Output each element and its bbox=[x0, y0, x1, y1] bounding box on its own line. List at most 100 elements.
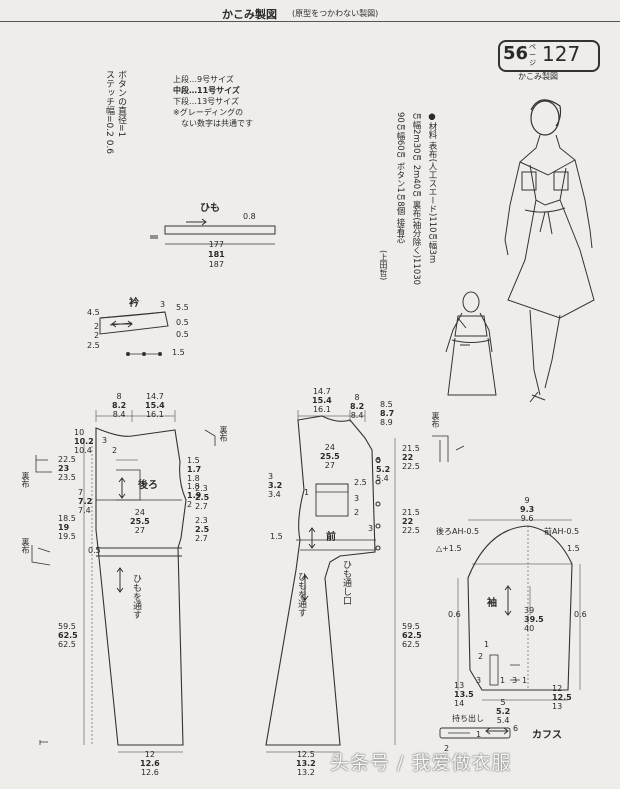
pocket-m3: 1 bbox=[304, 488, 310, 497]
size-notes: 上段…9号サイズ 中段…11号サイズ 下段…13号サイズ ※グレーディングの な… bbox=[173, 74, 253, 129]
bla-13: 10.4 bbox=[74, 446, 92, 455]
frb-11: 22 bbox=[402, 453, 414, 462]
sl-13: 40 bbox=[524, 624, 535, 633]
sleeve-bottom-left: 13 13.5 14 bbox=[454, 681, 474, 708]
sbm-9: 5 bbox=[500, 698, 506, 707]
front-inner: 24 25.5 27 bbox=[320, 443, 340, 470]
header-subtitle: (原型をつかわない製図) bbox=[292, 9, 379, 18]
front-right-d: 59.5 62.5 62.5 bbox=[402, 622, 422, 649]
sbl-13: 14 bbox=[454, 699, 465, 708]
cuff-m3: 2 bbox=[444, 744, 450, 753]
back-right-a: 1.5 1.7 1.8 bbox=[187, 456, 201, 483]
sleeve-side-r: 0.6 bbox=[574, 610, 587, 619]
st-9: 9 bbox=[524, 496, 530, 505]
collar-m3: 5.5 bbox=[176, 303, 189, 312]
back-mark-3: 3 bbox=[102, 436, 108, 445]
collar-m2: 3 bbox=[160, 300, 166, 309]
fw2-9: 8 bbox=[354, 393, 360, 402]
bla-11: 10.2 bbox=[74, 437, 94, 446]
front-left: 3 3.2 3.4 bbox=[268, 472, 282, 499]
back-width-2: 14.7 15.4 16.1 bbox=[145, 392, 165, 419]
collar-m7: 2.5 bbox=[87, 341, 100, 350]
header-rule bbox=[0, 21, 620, 22]
size-top: 上段…9号サイズ bbox=[173, 75, 234, 84]
st-13: 9.6 bbox=[520, 514, 534, 523]
pocket-m4: 2 bbox=[354, 508, 360, 517]
sbm-13: 5.4 bbox=[496, 716, 510, 725]
fw1-11: 15.4 bbox=[312, 396, 332, 405]
badge-page-left: 56 bbox=[503, 43, 529, 64]
pocket-m5: 3 bbox=[368, 524, 374, 533]
size-mid: 中段…11号サイズ bbox=[173, 86, 240, 95]
tie-lengths: 177 181 187 bbox=[208, 240, 225, 270]
bra-11: 1.7 bbox=[187, 465, 202, 474]
bld-9: 18.5 bbox=[58, 514, 76, 523]
bld-13: 19.5 bbox=[58, 532, 76, 541]
back-mid: 24 25.5 27 bbox=[130, 508, 150, 535]
back-facing-label-2: 裏布 bbox=[21, 538, 30, 554]
ble-11: 62.5 bbox=[58, 631, 78, 640]
tie-len-11: 181 bbox=[208, 250, 225, 259]
back-right-b: 1.8 1.9 2 bbox=[187, 482, 201, 509]
badge-frame bbox=[498, 40, 600, 72]
back-mark-05: 0.5 bbox=[88, 546, 101, 555]
back-width-1: 8 8.2 8.4 bbox=[112, 392, 126, 419]
back-facing-marks bbox=[31, 429, 216, 745]
front-width-3: 8.5 8.7 8.9 bbox=[380, 400, 394, 427]
sbr-13: 13 bbox=[552, 702, 563, 711]
front-width-2: 8 8.2 8.4 bbox=[350, 393, 364, 420]
bla-9: 10 bbox=[74, 428, 85, 437]
ble-13: 62.5 bbox=[58, 640, 76, 649]
frd-13: 62.5 bbox=[402, 640, 420, 649]
cuff-piece bbox=[439, 727, 511, 739]
bw2-9: 14.7 bbox=[145, 392, 164, 401]
tie-label: ひも bbox=[200, 203, 220, 214]
bld-11: 19 bbox=[58, 523, 70, 532]
fra-9: 5 bbox=[376, 456, 382, 465]
bw2-11: 15.4 bbox=[145, 401, 165, 410]
bra-9: 1.5 bbox=[187, 456, 200, 465]
collar-piece bbox=[99, 311, 169, 356]
frb-13: 22.5 bbox=[402, 462, 420, 471]
fw2-11: 8.2 bbox=[350, 402, 365, 411]
front-right-a: 5 5.2 5.4 bbox=[376, 456, 390, 483]
sleeve-delta: △+1.5 bbox=[436, 544, 462, 553]
cuff-m2: 6 bbox=[513, 724, 519, 733]
size-bottom: 下段…13号サイズ bbox=[173, 97, 239, 106]
sbr-9: 12 bbox=[552, 684, 563, 693]
fw2-13: 8.4 bbox=[350, 411, 364, 420]
materials-col-2: ㎝幅2m30㎝ 2m40㎝ 裏布(袖分除く)11030 bbox=[411, 112, 421, 286]
materials-col-1: ●材料 表布(人工スエード)110㎝幅3m bbox=[427, 112, 437, 264]
fw1-13: 16.1 bbox=[312, 405, 331, 414]
brb-11: 1.9 bbox=[187, 491, 202, 500]
fl-13: 3.4 bbox=[268, 490, 281, 499]
frd-9: 59.5 bbox=[402, 622, 420, 631]
sleeve-label: 袖 bbox=[487, 598, 497, 609]
sleeve-side-l: 0.6 bbox=[448, 610, 461, 619]
sleeve-bottom-right: 12 12.5 13 bbox=[552, 684, 572, 711]
frd-11: 62.5 bbox=[402, 631, 422, 640]
back-left-b: 22.5 23 23.5 bbox=[58, 455, 76, 482]
sleeve-length: 39 39.5 40 bbox=[524, 606, 544, 633]
sleeve-top: 9 9.3 9.6 bbox=[520, 496, 534, 523]
bra-13: 1.8 bbox=[187, 474, 200, 483]
fw3-13: 8.9 bbox=[380, 418, 393, 427]
grading-note-2: ない数字は共通です bbox=[181, 119, 253, 128]
collar-m4: 2 bbox=[94, 322, 100, 331]
fh-13: 13.2 bbox=[296, 768, 315, 777]
front-facing-label: 裏布 bbox=[431, 412, 440, 428]
bm-13: 27 bbox=[134, 526, 145, 535]
frc-9: 21.5 bbox=[402, 508, 420, 517]
grading-note-1: ※グレーディングの bbox=[173, 108, 244, 117]
back-tie-channel: ひもを通す bbox=[131, 574, 141, 619]
front-width-1: 14.7 15.4 16.1 bbox=[312, 387, 332, 414]
ble-9: 59.5 bbox=[58, 622, 76, 631]
collar-m9: 0.5 bbox=[176, 330, 189, 339]
cuff-label: カフス bbox=[532, 730, 562, 741]
blb-11: 23 bbox=[58, 464, 70, 473]
button-note-1: ボタンの直径=1 bbox=[116, 70, 126, 138]
tie-width: 0.8 bbox=[243, 212, 256, 221]
collar-label: 衿 bbox=[129, 298, 139, 309]
back-facing-label-3: 裏布 bbox=[219, 426, 228, 442]
